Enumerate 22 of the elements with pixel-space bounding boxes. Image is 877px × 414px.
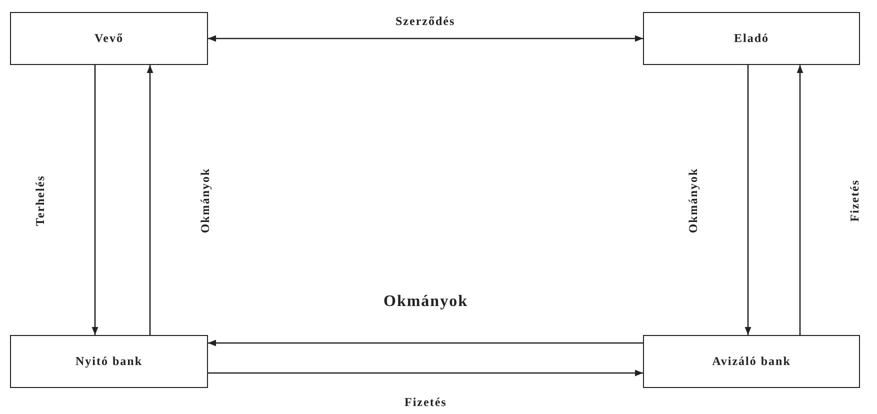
node-label: Vevő (94, 31, 124, 46)
process-box (10, 335, 208, 388)
arrow (744, 65, 752, 335)
edge-label: Terhelés (32, 174, 48, 226)
edge-label: Okmányok (198, 167, 213, 233)
process-box (643, 335, 860, 388)
node-label: Avizáló bank (712, 354, 791, 369)
arrow (796, 65, 804, 335)
arrow (92, 65, 98, 335)
edge-label: Okmányok (384, 293, 468, 311)
edge-label: Okmányok (686, 167, 701, 233)
edge-label: Fizetés (404, 395, 447, 410)
edge-label: Fizetés (848, 178, 863, 222)
node-label: Eladó (734, 31, 769, 46)
process-box (10, 12, 208, 65)
arrow (208, 340, 643, 346)
process-box (643, 12, 860, 65)
arrow (208, 35, 643, 42)
node-label: Nyitó bank (75, 354, 143, 369)
arrow (146, 65, 154, 335)
arrow (208, 370, 643, 376)
edge-label: Szerződés (396, 14, 456, 28)
